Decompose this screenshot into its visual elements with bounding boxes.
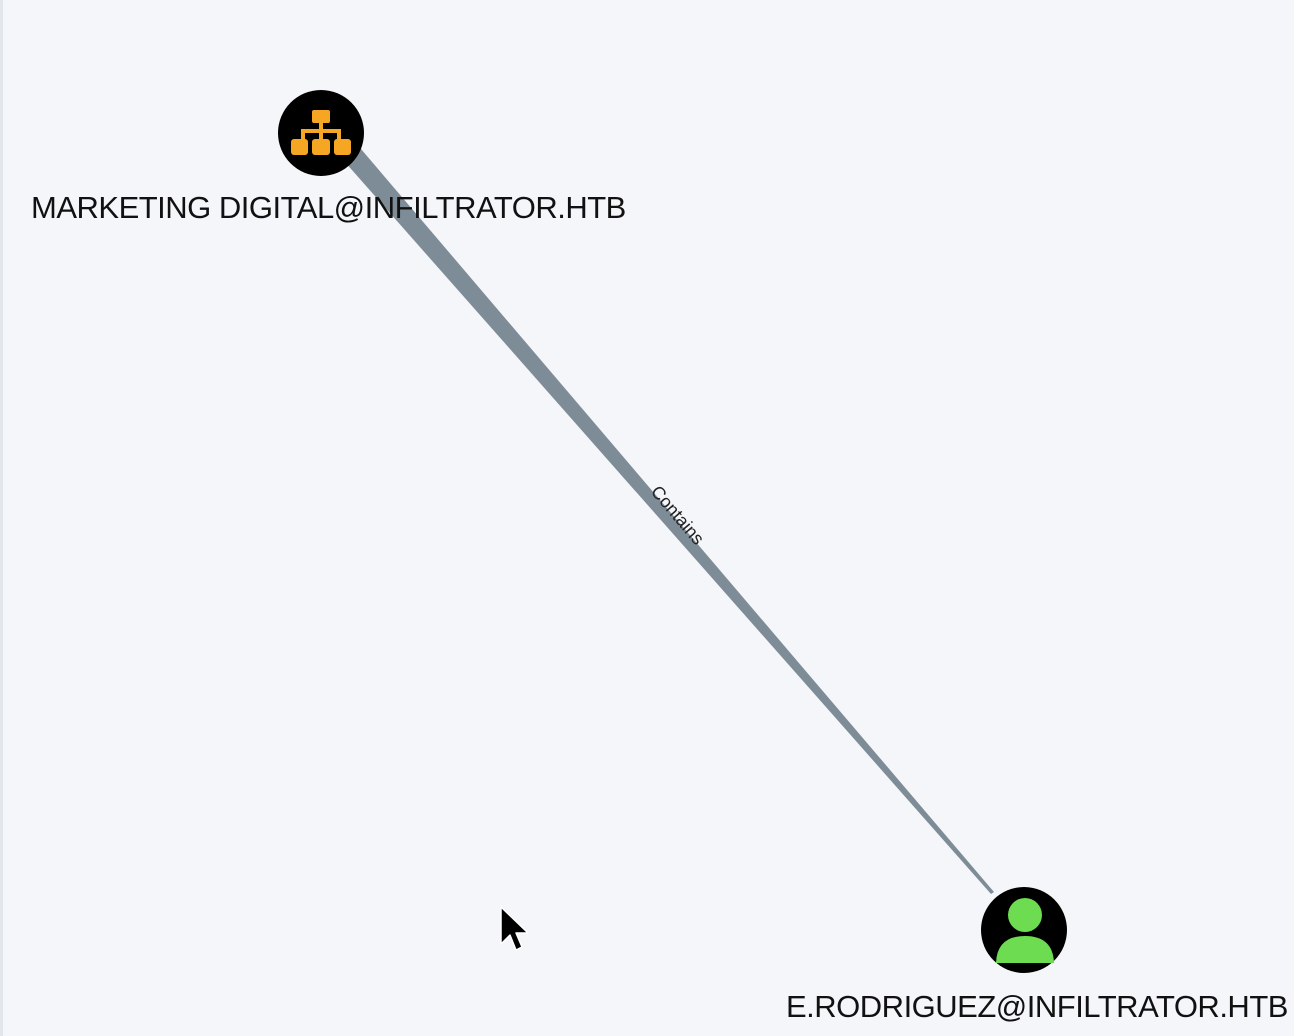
node-user[interactable]: E.RODRIGUEZ@INFILTRATOR.HTB	[786, 887, 1288, 1024]
group-hierarchy-icon	[291, 110, 351, 155]
edge-line[interactable]	[344, 149, 994, 894]
edge-contains[interactable]: Contains	[344, 149, 994, 894]
user-icon	[996, 898, 1054, 963]
node-label: MARKETING DIGITAL@INFILTRATOR.HTB	[31, 190, 626, 225]
mouse-pointer-icon	[500, 906, 529, 951]
graph-svg[interactable]: Contains MARKETING DIGITAL@INFILTRATOR.H…	[3, 0, 1294, 1036]
node-group[interactable]: MARKETING DIGITAL@INFILTRATOR.HTB	[31, 90, 626, 225]
node-label: E.RODRIGUEZ@INFILTRATOR.HTB	[786, 989, 1288, 1024]
